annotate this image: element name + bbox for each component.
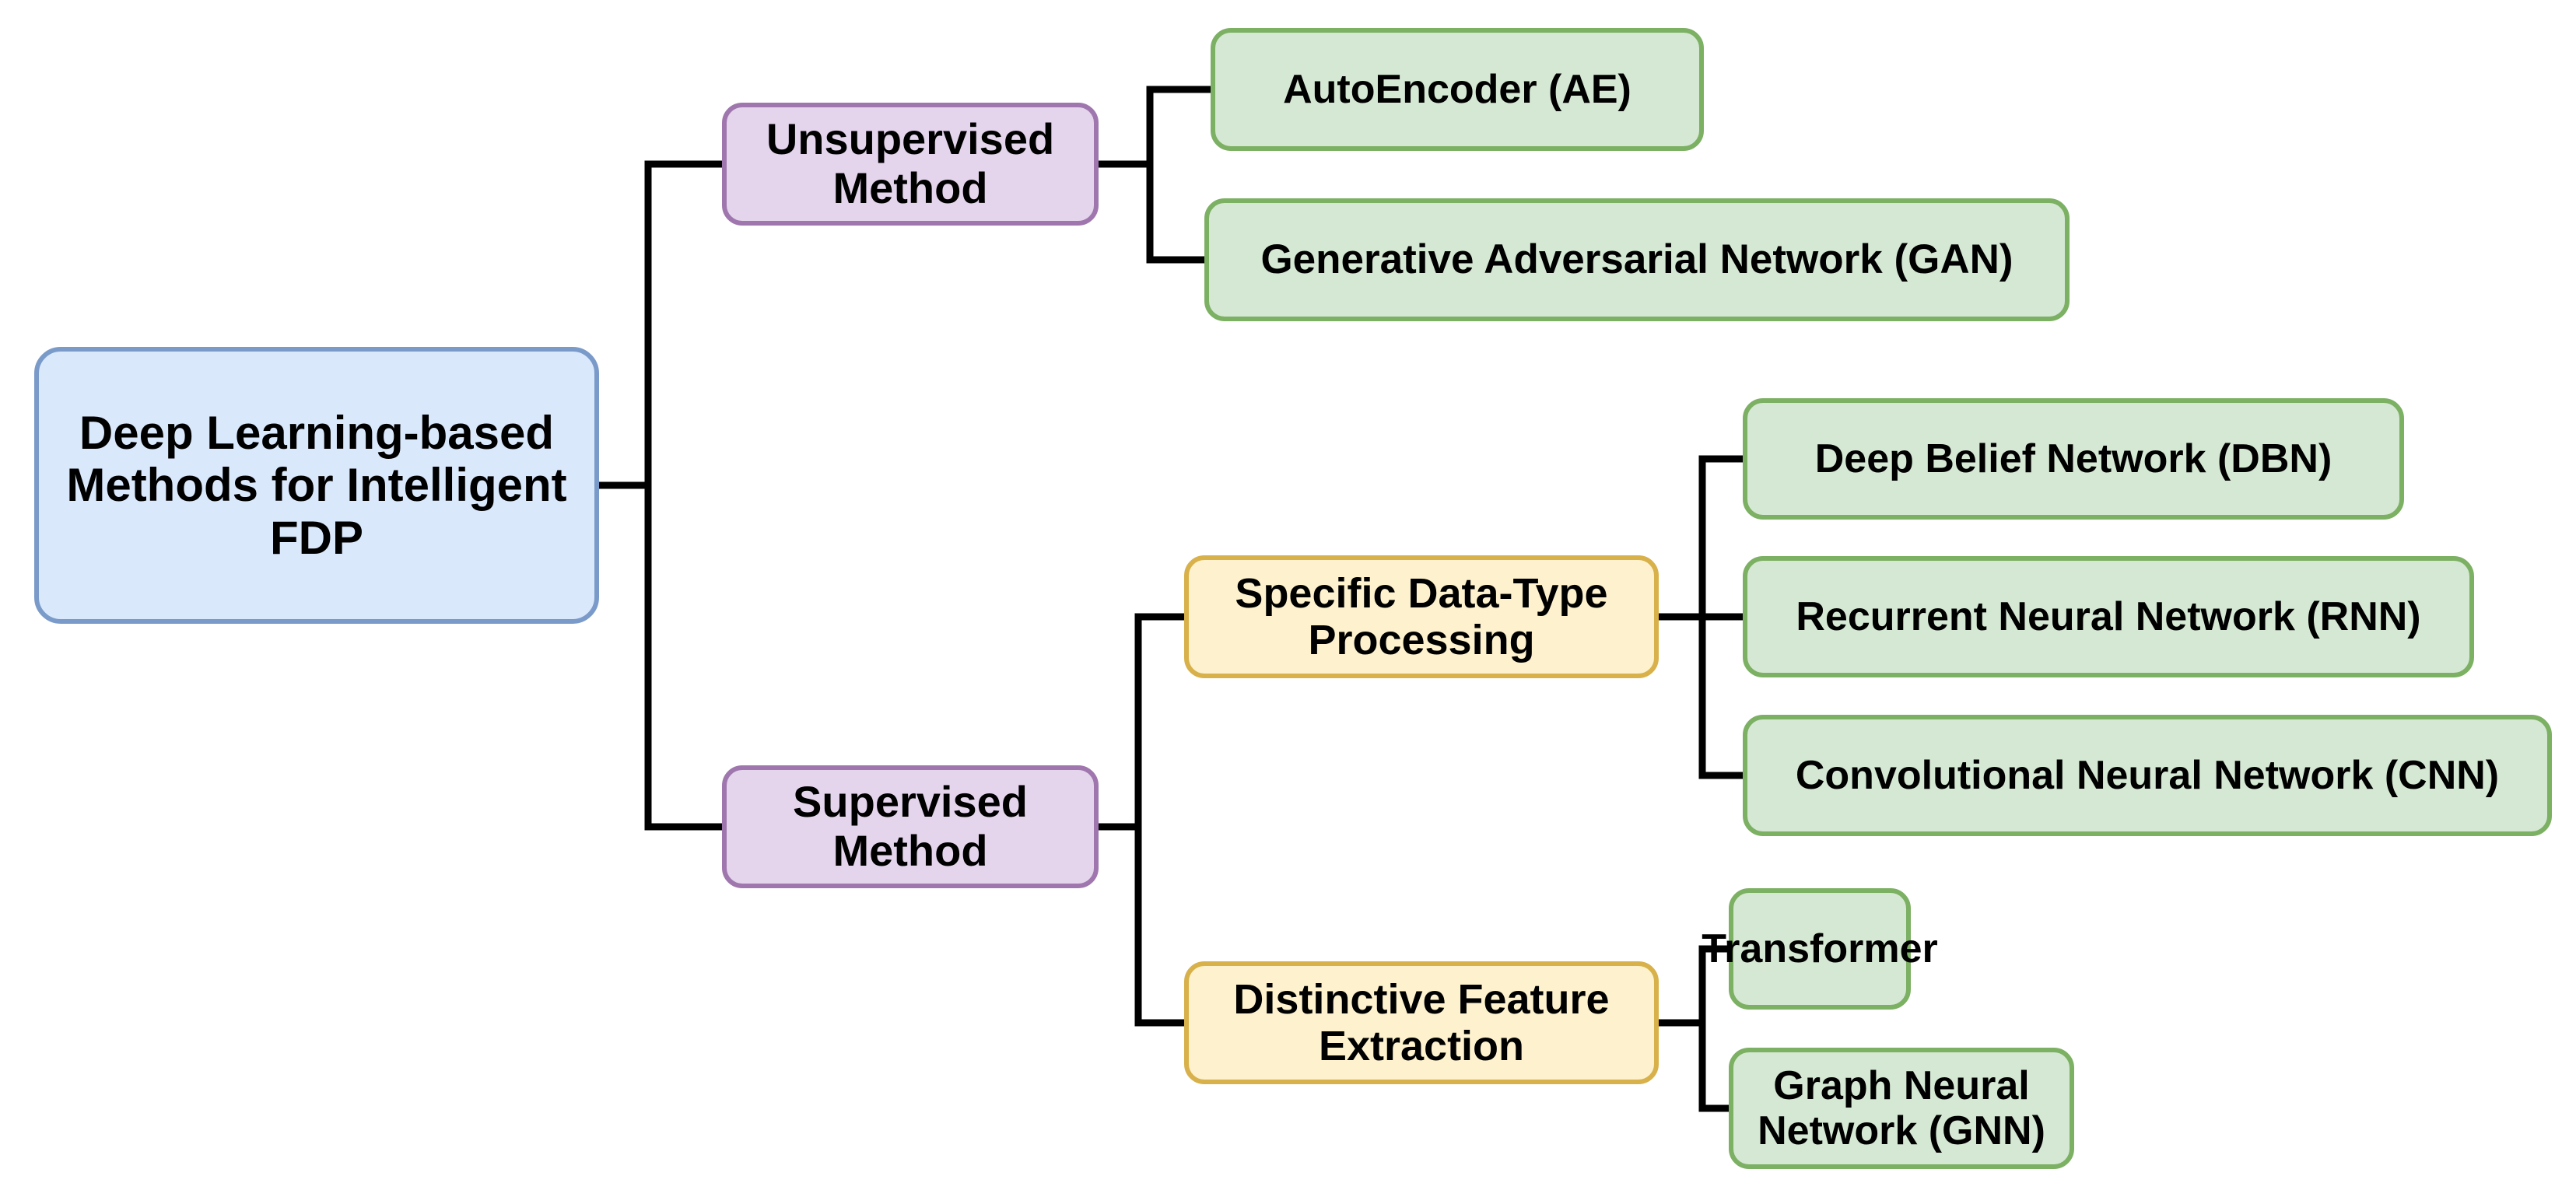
- category-node-label-unsupervised: Unsupervised Method: [766, 114, 1055, 212]
- category-node-label-supervised: Supervised Method: [793, 777, 1028, 875]
- leaf-node-label-cnn: Convolutional Neural Network (CNN): [1795, 752, 2500, 798]
- subcategory-node-distinctive-feature-extraction[interactable]: Distinctive Feature Extraction: [1184, 961, 1659, 1084]
- leaf-node-label-dbn: Deep Belief Network (DBN): [1814, 436, 2332, 481]
- leaf-node-label-rnn: Recurrent Neural Network (RNN): [1796, 593, 2421, 639]
- category-node-supervised-method[interactable]: Supervised Method: [722, 765, 1099, 888]
- leaf-node-autoencoder[interactable]: AutoEncoder (AE): [1211, 28, 1704, 151]
- leaf-node-deep-belief-network[interactable]: Deep Belief Network (DBN): [1743, 398, 2404, 520]
- leaf-node-transformer[interactable]: Transformer: [1702, 888, 1938, 1010]
- leaf-node-convolutional-neural-network[interactable]: Convolutional Neural Network (CNN): [1743, 715, 2552, 836]
- subcategory-node-specific-data-type-processing[interactable]: Specific Data-Type Processing: [1184, 555, 1659, 678]
- root-node-deep-learning-methods[interactable]: Deep Learning-based Methods for Intellig…: [34, 347, 599, 624]
- leaf-node-recurrent-neural-network[interactable]: Recurrent Neural Network (RNN): [1743, 556, 2474, 677]
- leaf-node-graph-neural-network[interactable]: Graph Neural Network (GNN): [1729, 1048, 2074, 1169]
- category-node-unsupervised-method[interactable]: Unsupervised Method: [722, 103, 1099, 226]
- leaf-node-label-gnn: Graph Neural Network (GNN): [1758, 1062, 2045, 1153]
- leaf-node-label-gan: Generative Adversarial Network (GAN): [1260, 236, 2013, 283]
- root-node-label: Deep Learning-based Methods for Intellig…: [66, 407, 567, 564]
- leaf-node-label-autoencoder: AutoEncoder (AE): [1283, 66, 1631, 112]
- subcategory-node-label-specific-data-type: Specific Data-Type Processing: [1235, 569, 1608, 663]
- leaf-node-generative-adversarial-network[interactable]: Generative Adversarial Network (GAN): [1204, 198, 2070, 321]
- subcategory-node-label-distinctive-feature: Distinctive Feature Extraction: [1233, 975, 1610, 1069]
- leaf-node-label-transformer: Transformer: [1702, 926, 1938, 971]
